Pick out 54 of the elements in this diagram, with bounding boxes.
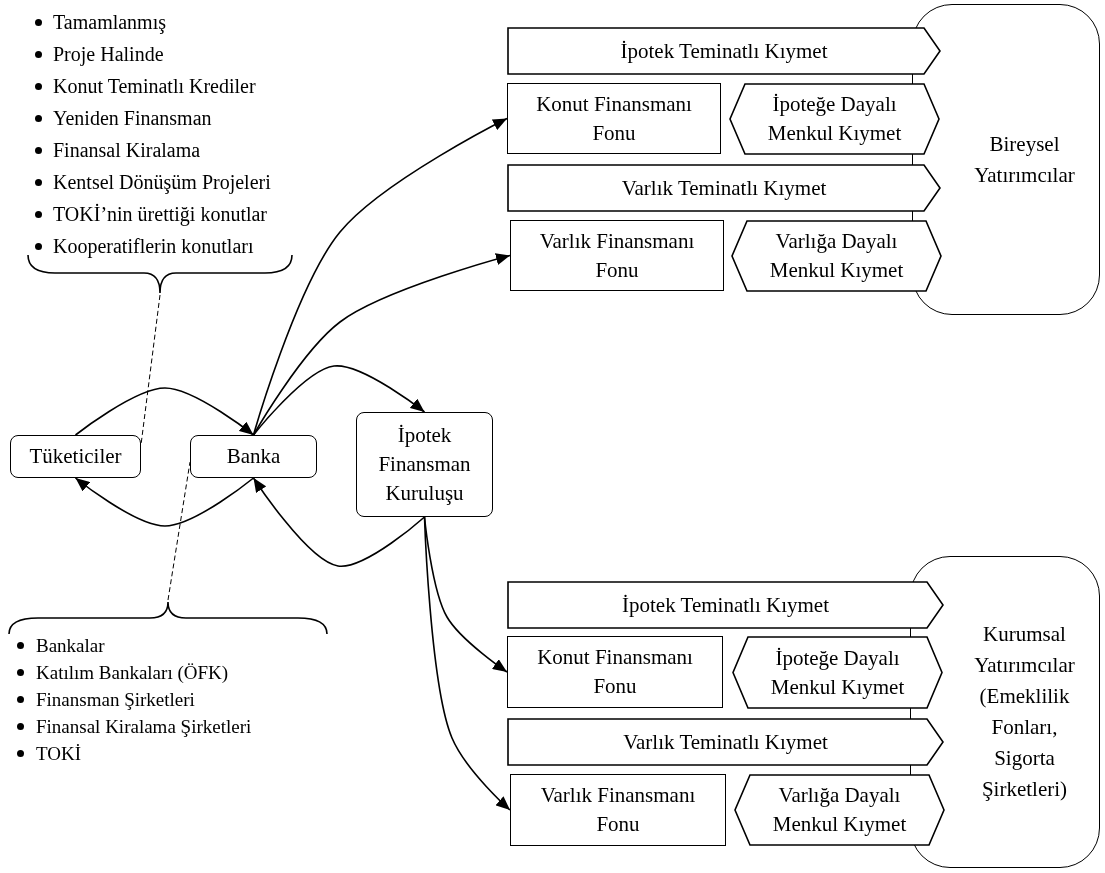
panel-label: Bireysel Yatırımcılar	[973, 130, 1076, 189]
box-label: İpoteğe Dayalı Menkul Kıymet	[766, 91, 903, 147]
process-box	[510, 774, 726, 846]
process-box	[510, 220, 724, 291]
process-box	[507, 83, 721, 154]
box-label: Banka	[225, 443, 282, 470]
investor-panel	[912, 4, 1100, 315]
box-label: Konut Finansmanı Fonu	[535, 90, 693, 147]
list-item: Bankalar	[36, 634, 105, 658]
list-item: Katılım Bankaları (ÖFK)	[36, 661, 229, 685]
rounded-box	[190, 435, 317, 478]
box-label: Varlık Finansmanı Fonu	[539, 782, 697, 838]
rounded-box	[356, 412, 493, 517]
arrow-band	[507, 581, 944, 629]
list-item: Yeniden Finansman	[53, 106, 212, 131]
list-item: Kentsel Dönüşüm Projeleri	[53, 170, 271, 196]
rounded-box	[10, 435, 141, 478]
curved-arrow	[252, 117, 508, 436]
list-item: Kooperatiflerin konutları	[53, 234, 254, 260]
list-item: TOKİ’nin ürettiği konutlar	[53, 202, 268, 228]
curved-arrow	[74, 477, 255, 527]
hexagon-box	[734, 774, 945, 846]
curved-arrow	[252, 477, 426, 567]
process-box	[507, 636, 723, 708]
arrow-band	[507, 718, 944, 766]
box-label: İpotek Teminatlı Kıymet	[619, 37, 829, 65]
hexagon-box	[732, 636, 943, 709]
list-item: Konut Teminatlı Krediler	[53, 74, 256, 99]
panel-label: Kurumsal Yatırımcılar (Emeklilik Fonları, Sigorta Şirketleri)	[973, 621, 1076, 803]
box-label: Varlık Teminatlı Kıymet	[622, 728, 829, 756]
arrow-band	[507, 164, 941, 212]
curved-arrow	[423, 516, 511, 811]
list-item: Finansal Kiralama	[53, 138, 201, 163]
list-item: Finansal Kiralama Şirketleri	[36, 715, 252, 739]
list-item: Proje Halinde	[53, 42, 164, 68]
box-label: Varlığa Dayalı Menkul Kıymet	[768, 228, 905, 284]
list-item: TOKİ	[36, 742, 82, 766]
box-label: İpoteğe Dayalı Menkul Kıymet	[769, 644, 906, 701]
box-label: İpotek Finansman Kuruluşu	[377, 422, 472, 507]
curved-arrow	[252, 253, 511, 436]
hexagon-box	[729, 83, 940, 155]
curved-arrow	[423, 516, 508, 673]
box-label: Varlığa Dayalı Menkul Kıymet	[771, 782, 908, 838]
box-label: Varlık Finansmanı Fonu	[538, 227, 696, 284]
arrow-band	[507, 27, 941, 75]
list-item: Tamamlanmış	[53, 10, 167, 36]
list-item: Finansman Şirketleri	[36, 688, 195, 712]
hexagon-box	[731, 220, 942, 292]
box-label: Konut Finansmanı Fonu	[536, 644, 694, 700]
curved-arrow	[74, 387, 255, 436]
box-label: İpotek Teminatlı Kıymet	[621, 591, 830, 619]
box-label: Tüketiciler	[28, 443, 123, 470]
curved-arrow	[252, 365, 426, 436]
box-label: Varlık Teminatlı Kıymet	[620, 174, 828, 202]
